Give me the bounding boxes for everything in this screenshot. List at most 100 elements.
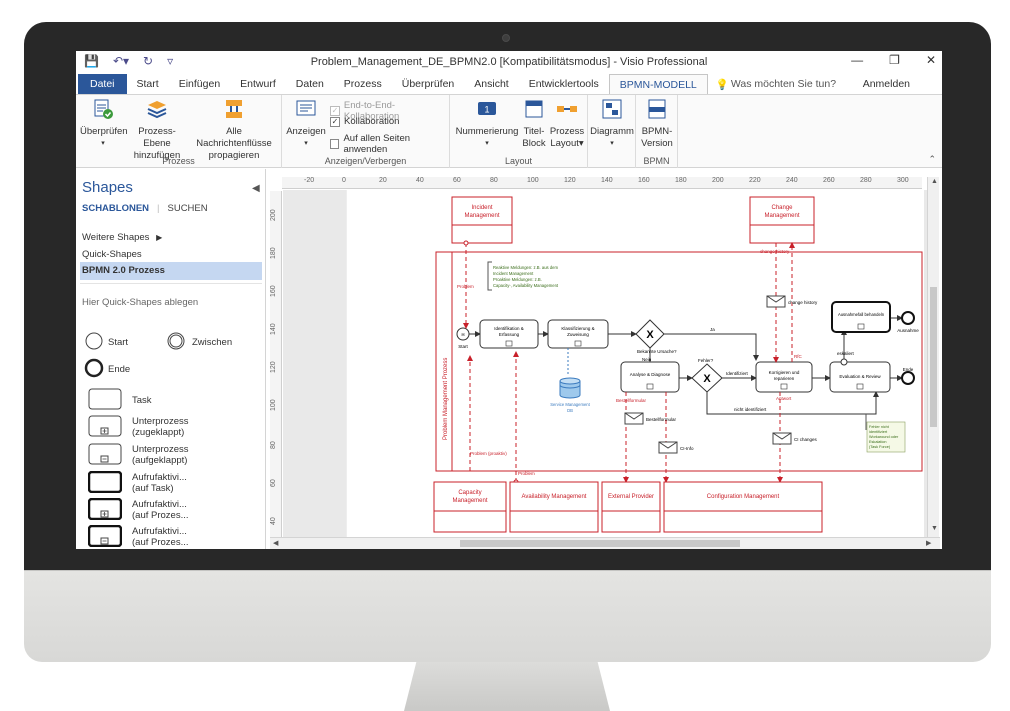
escalate-label: eskaliert (837, 351, 855, 356)
horizontal-scrollbar[interactable]: ◀ ▶ (270, 537, 940, 549)
apply-all-pages-checkbox[interactable]: Auf allen Seiten anwenden (330, 133, 449, 155)
configuration-management-pool[interactable]: Configuration Management (663, 481, 823, 533)
ruler-tick-label: 200 (712, 177, 724, 184)
title-block-button[interactable]: Titel- Block (520, 98, 548, 150)
tell-me-box[interactable]: Was möchten Sie tun? (730, 78, 837, 90)
save-icon[interactable]: 💾 (84, 54, 99, 68)
bpmn-stencil-item[interactable]: BPMN 2.0 Prozess (82, 265, 165, 276)
ruler-vertical: 200 180 160 140 120 100 80 60 40 (270, 191, 282, 537)
task-classification[interactable]: Klassifizierung & Zuweisung (547, 319, 609, 349)
change-management-pool[interactable]: Change Management (749, 196, 815, 244)
check-button[interactable]: Überprüfen ▾ (80, 98, 128, 150)
end-event[interactable]: Ende (901, 367, 915, 385)
minimize-icon[interactable]: — (851, 53, 864, 67)
end-event-exception[interactable]: Ausnahme (897, 311, 919, 333)
tab-stencils[interactable]: SCHABLONEN (82, 203, 150, 214)
message-change-history[interactable]: change history (766, 295, 818, 308)
tab-design[interactable]: Entwurf (240, 78, 276, 90)
flow-label: Bestellformular (616, 398, 647, 403)
tab-bpmn-model[interactable]: BPMN-MODELL (608, 74, 708, 94)
tab-developer[interactable]: Entwicklertools (528, 78, 599, 90)
restore-icon[interactable]: ❐ (889, 53, 900, 67)
shape-start-label: Start (108, 337, 129, 348)
capacity-management-pool[interactable]: Capacity Management (433, 481, 507, 533)
numbering-button[interactable]: 1 Nummerierung ▾ (454, 98, 520, 150)
collapsed-subprocess-shape-icon[interactable] (88, 415, 122, 437)
show-button[interactable]: Anzeigen ▾ (284, 98, 328, 150)
add-process-level-button[interactable]: Prozess-Ebene hinzufügen (126, 98, 188, 162)
start-event-label: Start (458, 344, 468, 349)
tab-start[interactable]: Start (136, 78, 159, 90)
bpmn-version-button[interactable]: BPMN- Version (638, 98, 676, 150)
drawing-page[interactable]: Incident Management Change Management Pr… (345, 190, 924, 537)
task-label: Erfassung (499, 332, 520, 337)
process-layout-button[interactable]: Prozess Layout▾ (548, 98, 586, 150)
monitor-stand (404, 662, 610, 711)
more-shapes-item[interactable]: Weitere Shapes ▶ (82, 232, 163, 243)
task-analysis[interactable]: Analyse & Diagnose (620, 361, 680, 393)
e2e-collaboration-checkbox[interactable]: ✓End-to-End-Kollaboration (330, 100, 400, 122)
task-shape-icon[interactable] (88, 388, 122, 410)
customize-qat-icon[interactable]: ▿ (167, 54, 174, 68)
tab-data[interactable]: Daten (295, 78, 324, 90)
end-event-shape-icon[interactable] (84, 358, 104, 378)
call-activity-process-a-shape-icon[interactable] (88, 498, 122, 520)
undo-icon[interactable]: ↶▾ (112, 54, 130, 68)
tab-review[interactable]: Überprüfen (401, 78, 455, 90)
collapse-ribbon-icon[interactable]: ⌃ (928, 154, 936, 164)
expanded-subprocess-shape-icon[interactable] (88, 443, 122, 465)
tab-insert[interactable]: Einfügen (178, 78, 221, 90)
call-activity-process-b-shape-icon[interactable] (88, 525, 122, 547)
gateway-error[interactable]: X Fehler? Identifiziert nicht identifizi… (691, 358, 767, 412)
gateway-not-identified-label: nicht identifiziert (734, 407, 767, 412)
scroll-up-icon[interactable]: ▲ (931, 178, 938, 185)
scroll-left-icon[interactable]: ◀ (273, 540, 279, 547)
task-exception[interactable]: Ausnahmefall behandeln (831, 301, 891, 333)
intermediate-event-shape-icon[interactable] (166, 331, 186, 351)
flow-label: RfC (794, 354, 803, 359)
availability-management-pool[interactable]: Availability Management (509, 481, 599, 533)
sign-in-link[interactable]: Anmelden (862, 78, 910, 90)
task-review[interactable]: Evaluation & Review eskaliert (829, 351, 891, 393)
redo-icon[interactable]: ↻ (143, 54, 154, 68)
call-activity-task-shape-icon[interactable] (88, 471, 122, 493)
horizontal-scroll-thumb[interactable] (460, 540, 740, 547)
vertical-scrollbar[interactable]: ▲ ▼ (927, 177, 939, 537)
task-identification[interactable]: Identifikation & Erfassung (479, 319, 539, 349)
start-event[interactable]: ✉ Start (456, 327, 470, 349)
tab-file[interactable]: Datei (78, 74, 127, 94)
gateway-known-cause[interactable]: X Bekannte Ursache? Ja Nein (635, 319, 715, 362)
collaboration-checkbox[interactable]: ✓Kollaboration (330, 116, 400, 127)
shape-call-proc-a-label: Aufrufaktivi...(auf Prozes... (132, 499, 189, 521)
collapse-pane-icon[interactable]: ◀ (252, 183, 260, 194)
ruler-tick-label: -20 (304, 177, 315, 184)
quick-shapes-item[interactable]: Quick-Shapes (82, 249, 142, 260)
scroll-down-icon[interactable]: ▼ (931, 525, 938, 532)
ruler-tick-label: 260 (823, 177, 835, 184)
tab-view[interactable]: Ansicht (474, 78, 509, 90)
service-management-db[interactable]: Service Management DB (550, 377, 591, 413)
scroll-right-icon[interactable]: ▶ (926, 540, 932, 547)
task-fix[interactable]: Korrigieren und reparieren (755, 361, 813, 393)
bpmn-diagram: Incident Management Change Management Pr… (345, 190, 923, 537)
flow-label: Problem (457, 284, 474, 289)
group-layout-label: Layout (504, 156, 533, 166)
note-annotation[interactable]: Fehler nicht identifiziert Workaround od… (865, 414, 906, 453)
group-process-label: Prozess (162, 156, 195, 166)
external-provider-pool[interactable]: External Provider (601, 481, 661, 533)
tab-process[interactable]: Prozess (343, 78, 382, 90)
message-ci-info[interactable]: CI-Info (658, 441, 694, 454)
tab-search[interactable]: SUCHEN (167, 203, 208, 214)
text-annotation[interactable]: Reaktive Meldungen: z.B. aus dem Inciden… (487, 261, 559, 291)
close-icon[interactable]: ✕ (925, 53, 936, 67)
diagram-button[interactable]: Diagramm ▾ (590, 98, 634, 150)
message-request-form[interactable]: Bestellformular (624, 412, 677, 425)
incident-management-pool[interactable]: Incident Management (451, 196, 513, 244)
annotation-line: Reaktive Meldungen: z.B. aus dem (493, 265, 558, 270)
ruler-tick-label: 0 (342, 177, 346, 184)
process-layout-icon (557, 106, 577, 112)
message-ci-changes[interactable]: CI changes (772, 432, 818, 445)
propagate-message-flows-button[interactable]: Alle Nachrichtenflüsse propagieren (188, 98, 280, 162)
start-event-shape-icon[interactable] (84, 331, 104, 351)
vertical-scroll-thumb[interactable] (930, 287, 937, 427)
